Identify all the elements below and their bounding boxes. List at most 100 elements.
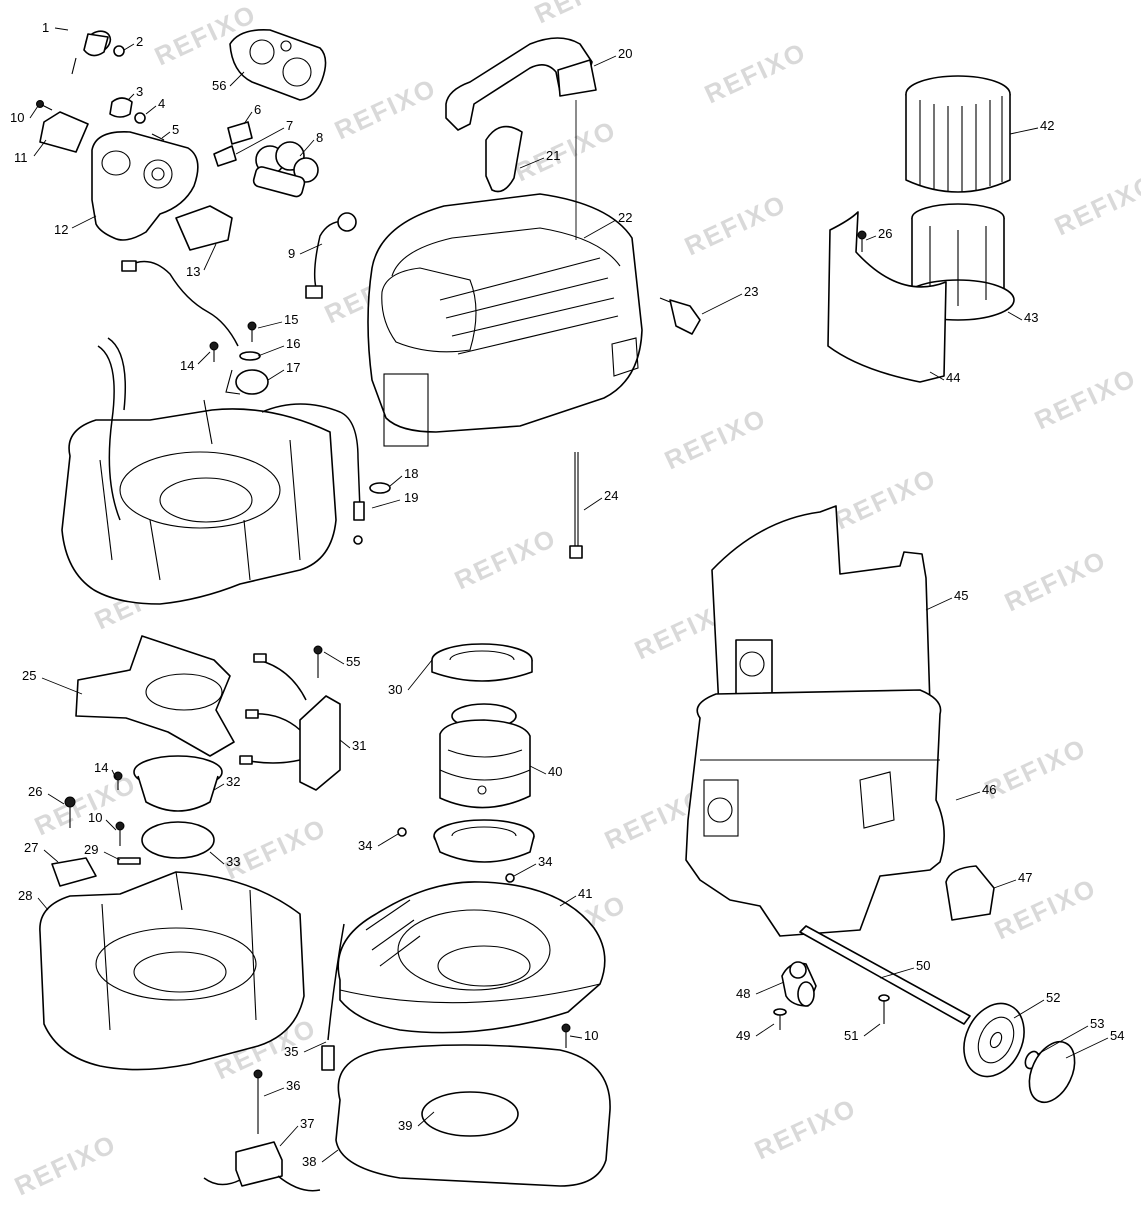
watermark-text: REFIXO bbox=[330, 72, 441, 145]
part-number-label: 7 bbox=[286, 118, 293, 133]
part-number-label: 16 bbox=[286, 336, 300, 351]
part-number-label: 31 bbox=[352, 738, 366, 753]
leader-line bbox=[29, 105, 39, 119]
leader-line bbox=[377, 833, 399, 847]
leader-line bbox=[197, 351, 211, 365]
leader-line bbox=[1009, 127, 1039, 135]
part-lamp-holder bbox=[252, 141, 319, 198]
part-seal-32 bbox=[133, 755, 223, 812]
part-7 bbox=[213, 145, 237, 167]
part-number-label: 34 bbox=[358, 838, 372, 853]
part-number-label: 42 bbox=[1040, 118, 1054, 133]
part-circuit-board bbox=[239, 653, 341, 791]
leader-line bbox=[123, 43, 135, 51]
leader-line bbox=[43, 849, 59, 863]
part-number-label: 11 bbox=[14, 150, 28, 165]
part-number-label: 55 bbox=[346, 654, 360, 669]
leader-line bbox=[299, 139, 315, 157]
leader-line bbox=[407, 659, 433, 691]
part-capacitor bbox=[225, 351, 269, 395]
leader-line bbox=[929, 371, 945, 381]
leader-line bbox=[105, 819, 117, 831]
part-number-label: 21 bbox=[546, 148, 560, 163]
part-number-label: 48 bbox=[736, 986, 750, 1001]
part-number-label: 4 bbox=[158, 96, 165, 111]
watermark-text: REFIXO bbox=[450, 522, 561, 595]
part-number-label: 46 bbox=[982, 782, 996, 797]
leader-line bbox=[519, 157, 545, 169]
leader-line bbox=[103, 851, 121, 861]
part-number-label: 49 bbox=[736, 1028, 750, 1043]
part-number-label: 22 bbox=[618, 210, 632, 225]
part-number-label: 19 bbox=[404, 490, 418, 505]
part-number-label: 52 bbox=[1046, 990, 1060, 1005]
part-number-label: 35 bbox=[284, 1044, 298, 1059]
watermark-text: REFIXO bbox=[680, 188, 791, 261]
leader-line bbox=[559, 895, 577, 907]
part-cartridge-filter bbox=[905, 75, 1011, 193]
leader-line bbox=[513, 863, 537, 877]
part-small-knob bbox=[109, 97, 133, 118]
part-number-label: 23 bbox=[744, 284, 758, 299]
part-number-label: 39 bbox=[398, 1118, 412, 1133]
leader-line bbox=[1013, 999, 1045, 1019]
part-number-label: 6 bbox=[254, 102, 261, 117]
part-number-label: 28 bbox=[18, 888, 32, 903]
part-switch-block bbox=[175, 205, 233, 251]
part-number-label: 53 bbox=[1090, 1016, 1104, 1031]
part-number-label: 18 bbox=[404, 466, 418, 481]
part-6 bbox=[227, 121, 253, 145]
leader-line bbox=[243, 111, 253, 125]
part-number-label: 2 bbox=[136, 34, 143, 49]
part-wire-35 bbox=[327, 923, 345, 1041]
leader-line bbox=[33, 139, 47, 157]
leader-line bbox=[529, 765, 547, 775]
part-screw-10 bbox=[36, 100, 53, 111]
leader-line bbox=[593, 55, 617, 67]
leader-line bbox=[865, 235, 877, 241]
part-number-label: 25 bbox=[22, 668, 36, 683]
part-connector-35 bbox=[321, 1045, 335, 1071]
part-clip-47 bbox=[945, 865, 995, 921]
part-oring bbox=[113, 45, 125, 57]
part-motor-assembly bbox=[431, 643, 533, 682]
leader-line bbox=[321, 1149, 339, 1163]
part-number-label: 27 bbox=[24, 840, 38, 855]
part-18 bbox=[369, 482, 391, 494]
part-number-label: 20 bbox=[618, 46, 632, 61]
part-screw-10-lower bbox=[561, 1023, 571, 1048]
part-number-label: 32 bbox=[226, 774, 240, 789]
leader-line bbox=[1037, 1025, 1089, 1055]
leader-line bbox=[209, 851, 225, 865]
part-number-label: 3 bbox=[136, 84, 143, 99]
part-number-label: 44 bbox=[946, 370, 960, 385]
watermark-text: REFIXO bbox=[830, 462, 941, 535]
leader-line bbox=[235, 127, 285, 155]
watermark-text: REFIXO bbox=[1030, 362, 1141, 435]
part-screw-5 bbox=[151, 133, 165, 141]
part-number-label: 38 bbox=[302, 1154, 316, 1169]
leader-lines bbox=[29, 27, 1109, 1163]
part-label-plate bbox=[229, 28, 327, 101]
leader-line bbox=[37, 897, 49, 911]
leader-line bbox=[47, 793, 65, 805]
leader-line bbox=[111, 769, 117, 779]
part-number-label: 9 bbox=[288, 246, 295, 261]
part-filter-cover bbox=[827, 211, 947, 383]
part-handle bbox=[445, 37, 597, 131]
part-top-cover bbox=[367, 193, 643, 447]
part-number-label: 47 bbox=[1018, 870, 1032, 885]
part-oring-34b bbox=[505, 873, 515, 883]
leader-line bbox=[229, 71, 245, 87]
parts-layer bbox=[36, 28, 1076, 1192]
part-upper-housing bbox=[61, 337, 361, 605]
watermark-text: REFIXO bbox=[750, 1092, 861, 1165]
part-number-label: 36 bbox=[286, 1078, 300, 1093]
part-number-label: 14 bbox=[94, 760, 108, 775]
part-number-label: 56 bbox=[212, 78, 226, 93]
part-caster bbox=[781, 961, 817, 1007]
part-cable-9 bbox=[305, 212, 357, 299]
part-number-label: 29 bbox=[84, 842, 98, 857]
leader-line bbox=[755, 981, 785, 995]
part-box-37 bbox=[203, 1141, 321, 1192]
